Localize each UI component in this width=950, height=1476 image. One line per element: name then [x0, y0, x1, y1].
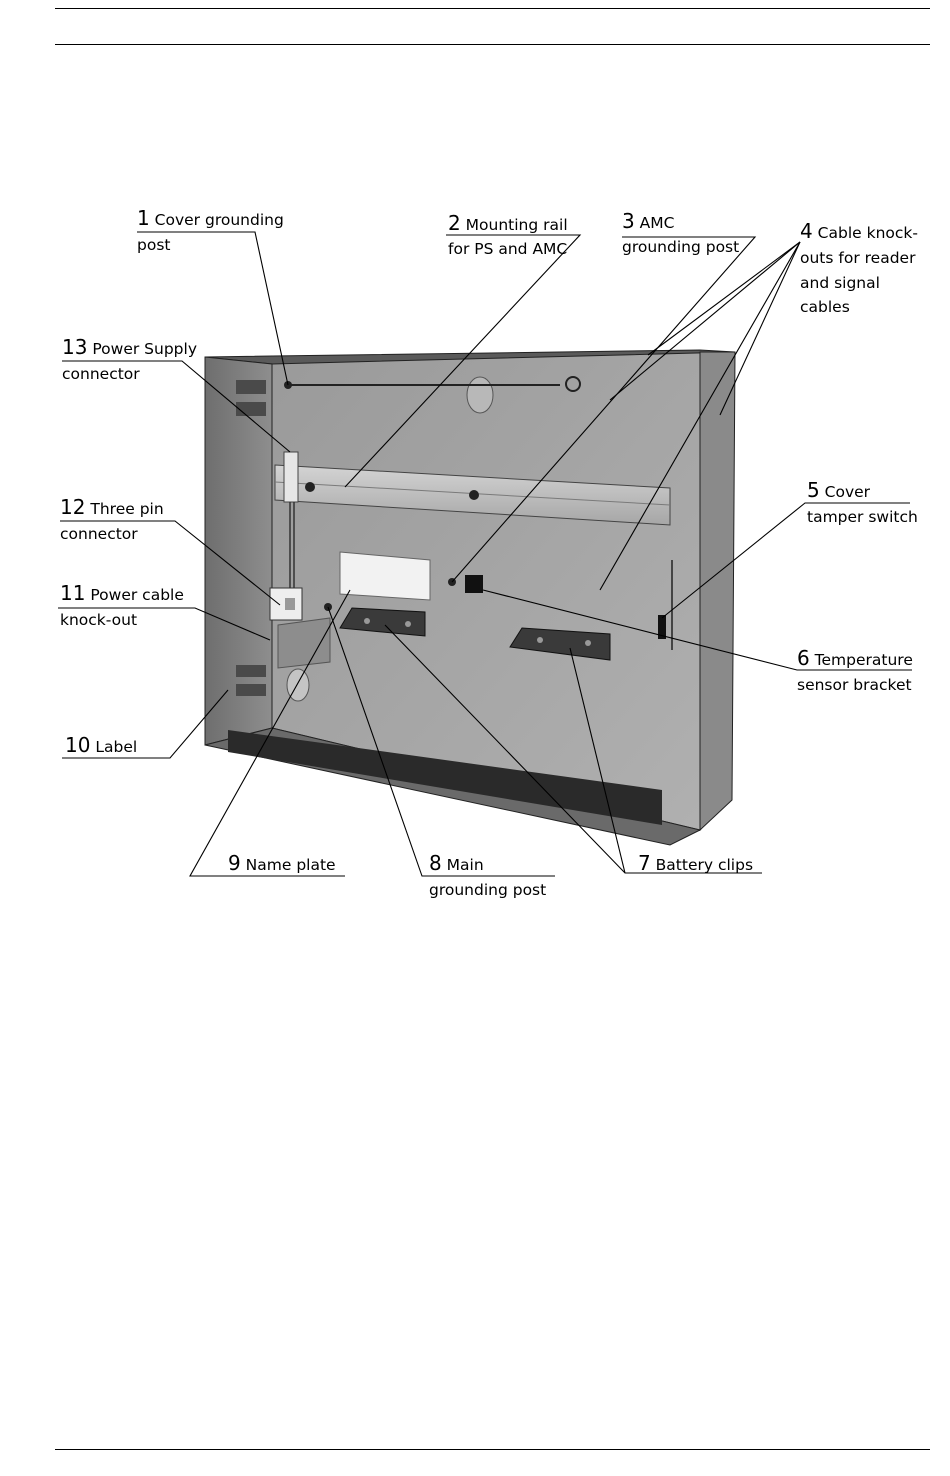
left-knockout [236, 684, 266, 696]
clip-screw [537, 637, 543, 643]
leader-4 [648, 242, 800, 355]
rail-screw [305, 482, 315, 492]
three-pin-detail [285, 598, 295, 610]
callout-7: 7 Battery clips [638, 851, 753, 875]
label-area [278, 618, 330, 668]
keyhole-mount [467, 377, 493, 413]
leader-4 [720, 242, 800, 415]
left-knockout [236, 380, 266, 394]
enclosure-illustration [205, 350, 735, 845]
right-wall [700, 352, 735, 830]
clip-screw [364, 618, 370, 624]
left-knockout [236, 402, 266, 416]
clip-screw [405, 621, 411, 627]
rail-screw [469, 490, 479, 500]
callout-10: 10 Label [65, 733, 137, 757]
temperature-sensor-bracket [465, 575, 483, 593]
callout-9: 9 Name plate [228, 851, 336, 875]
name-plate [340, 552, 430, 600]
clip-screw [585, 640, 591, 646]
power-supply-connector [284, 452, 298, 502]
left-knockout [236, 665, 266, 677]
